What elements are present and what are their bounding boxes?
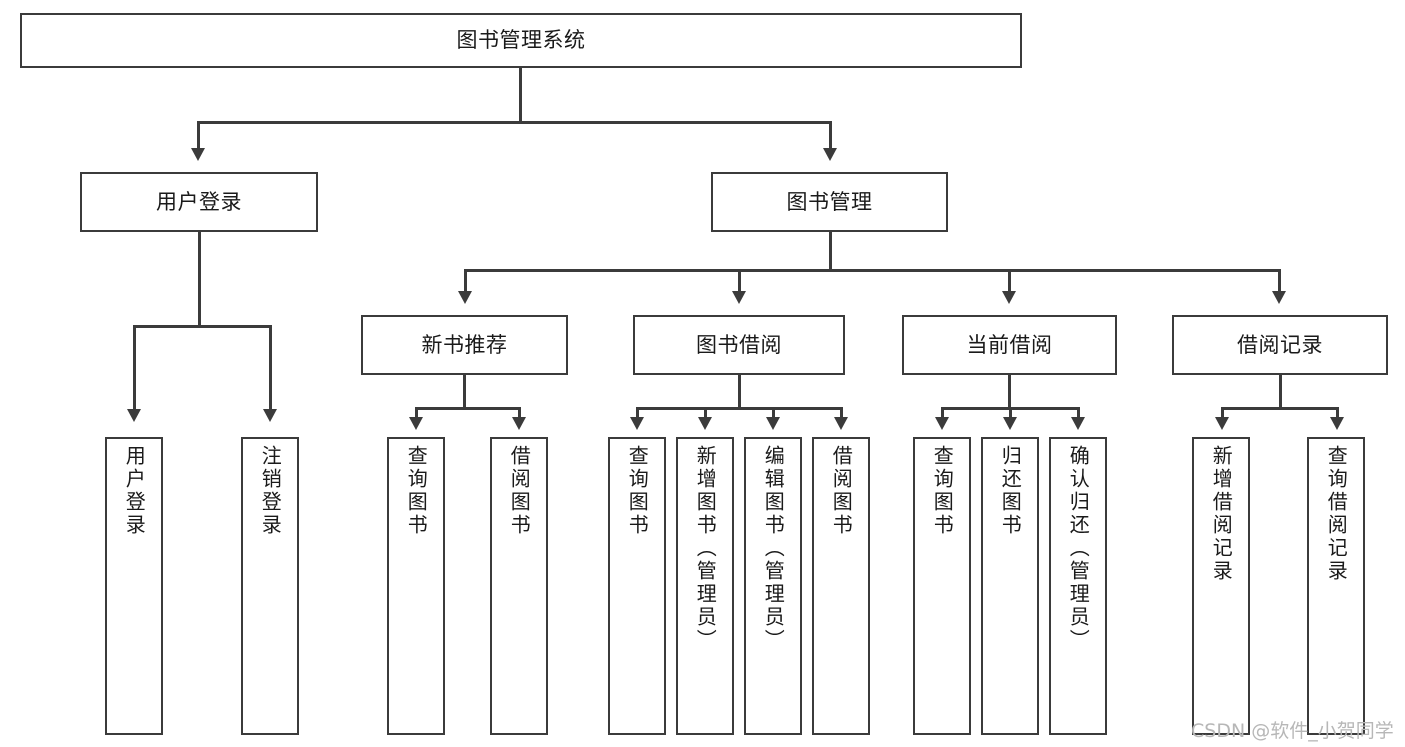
arrow-down-icon bbox=[698, 417, 712, 430]
connector-book-borrow-drop-2 bbox=[772, 407, 775, 419]
arrow-down-icon bbox=[1003, 417, 1017, 430]
leaf-add-borrow-record[interactable]: 新增借阅记录 bbox=[1192, 437, 1250, 735]
connector-user-login-bus bbox=[133, 325, 271, 328]
connector-user-login-drop-0 bbox=[133, 325, 136, 411]
leaf-query-borrow-record[interactable]: 查询借阅记录 bbox=[1307, 437, 1365, 735]
connector-current-borrow-drop-2 bbox=[1077, 407, 1080, 419]
connector-book-borrow-bus bbox=[636, 407, 842, 410]
node-label: 归还图书 bbox=[998, 445, 1023, 537]
arrow-down-icon bbox=[823, 148, 837, 161]
connector-level3-drop-3 bbox=[1278, 269, 1281, 293]
arrow-down-icon bbox=[263, 409, 277, 422]
node-label: 借阅记录 bbox=[1237, 332, 1323, 357]
node-label: 查询借阅记录 bbox=[1324, 445, 1349, 583]
arrow-down-icon bbox=[1272, 291, 1286, 304]
connector-level2-drop-0 bbox=[197, 121, 200, 150]
leaf-return-book[interactable]: 归还图书 bbox=[981, 437, 1039, 735]
connector-level2-bus bbox=[197, 121, 832, 124]
leaf-borrow-book-recommend[interactable]: 借阅图书 bbox=[490, 437, 548, 735]
node-label: 新书推荐 bbox=[421, 332, 508, 357]
node-borrow-record[interactable]: 借阅记录 bbox=[1172, 315, 1388, 375]
node-user-login[interactable]: 用户登录 bbox=[80, 172, 318, 232]
node-label: 用户登录 bbox=[156, 189, 242, 214]
node-current-borrow[interactable]: 当前借阅 bbox=[902, 315, 1117, 375]
leaf-confirm-return-admin[interactable]: 确认归还（管理员） bbox=[1049, 437, 1107, 735]
node-label: 图书管理系统 bbox=[456, 28, 586, 53]
csdn-watermark: CSDN @软件_小贺同学 bbox=[1191, 720, 1394, 742]
node-label: 注销登录 bbox=[258, 445, 283, 537]
leaf-query-book-current[interactable]: 查询图书 bbox=[913, 437, 971, 735]
node-label: 编辑图书（管理员） bbox=[761, 445, 786, 652]
connector-borrow-record-bus bbox=[1221, 407, 1338, 410]
node-label: 新增借阅记录 bbox=[1209, 445, 1234, 583]
node-label: 图书管理 bbox=[786, 189, 873, 214]
connector-current-borrow-drop-1 bbox=[1009, 407, 1012, 419]
node-label: 借阅图书 bbox=[829, 445, 854, 537]
arrow-down-icon bbox=[127, 409, 141, 422]
arrow-down-icon bbox=[1330, 417, 1344, 430]
connector-level3-bus bbox=[464, 269, 1280, 272]
arrow-down-icon bbox=[512, 417, 526, 430]
connector-level2-drop-1 bbox=[829, 121, 832, 150]
arrow-down-icon bbox=[458, 291, 472, 304]
leaf-add-book-admin[interactable]: 新增图书（管理员） bbox=[676, 437, 734, 735]
connector-new-book-drop-0 bbox=[415, 407, 418, 419]
arrow-down-icon bbox=[1071, 417, 1085, 430]
connector-root-stem bbox=[519, 68, 522, 121]
connector-borrow-record-drop-1 bbox=[1336, 407, 1339, 419]
connector-borrow-record-drop-0 bbox=[1221, 407, 1224, 419]
arrow-down-icon bbox=[766, 417, 780, 430]
node-label: 图书借阅 bbox=[696, 332, 782, 357]
connector-new-book-stem bbox=[463, 375, 466, 409]
arrow-down-icon bbox=[1002, 291, 1016, 304]
leaf-borrow-book[interactable]: 借阅图书 bbox=[812, 437, 870, 735]
node-label: 查询图书 bbox=[625, 445, 650, 537]
arrow-down-icon bbox=[191, 148, 205, 161]
node-label: 当前借阅 bbox=[966, 332, 1053, 357]
leaf-query-book-recommend[interactable]: 查询图书 bbox=[387, 437, 445, 735]
arrow-down-icon bbox=[732, 291, 746, 304]
leaf-edit-book-admin[interactable]: 编辑图书（管理员） bbox=[744, 437, 802, 735]
connector-new-book-bus bbox=[415, 407, 520, 410]
connector-book-borrow-drop-0 bbox=[636, 407, 639, 419]
connector-new-book-drop-1 bbox=[518, 407, 521, 419]
node-label: 确认归还（管理员） bbox=[1066, 445, 1091, 652]
arrow-down-icon bbox=[935, 417, 949, 430]
node-label: 查询图书 bbox=[930, 445, 955, 537]
node-label: 借阅图书 bbox=[507, 445, 532, 537]
connector-book-borrow-drop-1 bbox=[704, 407, 707, 419]
leaf-query-book-borrow[interactable]: 查询图书 bbox=[608, 437, 666, 735]
leaf-user-login[interactable]: 用户登录 bbox=[105, 437, 163, 735]
connector-book-management-stem bbox=[829, 232, 832, 271]
connector-borrow-record-stem bbox=[1279, 375, 1282, 409]
node-label: 新增图书（管理员） bbox=[693, 445, 718, 652]
arrow-down-icon bbox=[409, 417, 423, 430]
leaf-user-logout[interactable]: 注销登录 bbox=[241, 437, 299, 735]
arrow-down-icon bbox=[630, 417, 644, 430]
connector-user-login-drop-1 bbox=[269, 325, 272, 411]
node-label: 用户登录 bbox=[122, 445, 147, 537]
connector-level3-drop-2 bbox=[1008, 269, 1011, 293]
node-root-system[interactable]: 图书管理系统 bbox=[20, 13, 1022, 68]
connector-level3-drop-1 bbox=[738, 269, 741, 293]
node-new-book-recommend[interactable]: 新书推荐 bbox=[361, 315, 568, 375]
connector-current-borrow-stem bbox=[1008, 375, 1011, 409]
connector-level3-drop-0 bbox=[464, 269, 467, 293]
node-book-borrow[interactable]: 图书借阅 bbox=[633, 315, 845, 375]
connector-book-borrow-drop-3 bbox=[840, 407, 843, 419]
arrow-down-icon bbox=[1215, 417, 1229, 430]
connector-book-borrow-stem bbox=[738, 375, 741, 409]
connector-user-login-stem bbox=[198, 232, 201, 327]
arrow-down-icon bbox=[834, 417, 848, 430]
connector-current-borrow-drop-0 bbox=[941, 407, 944, 419]
node-label: 查询图书 bbox=[404, 445, 429, 537]
node-book-management[interactable]: 图书管理 bbox=[711, 172, 948, 232]
